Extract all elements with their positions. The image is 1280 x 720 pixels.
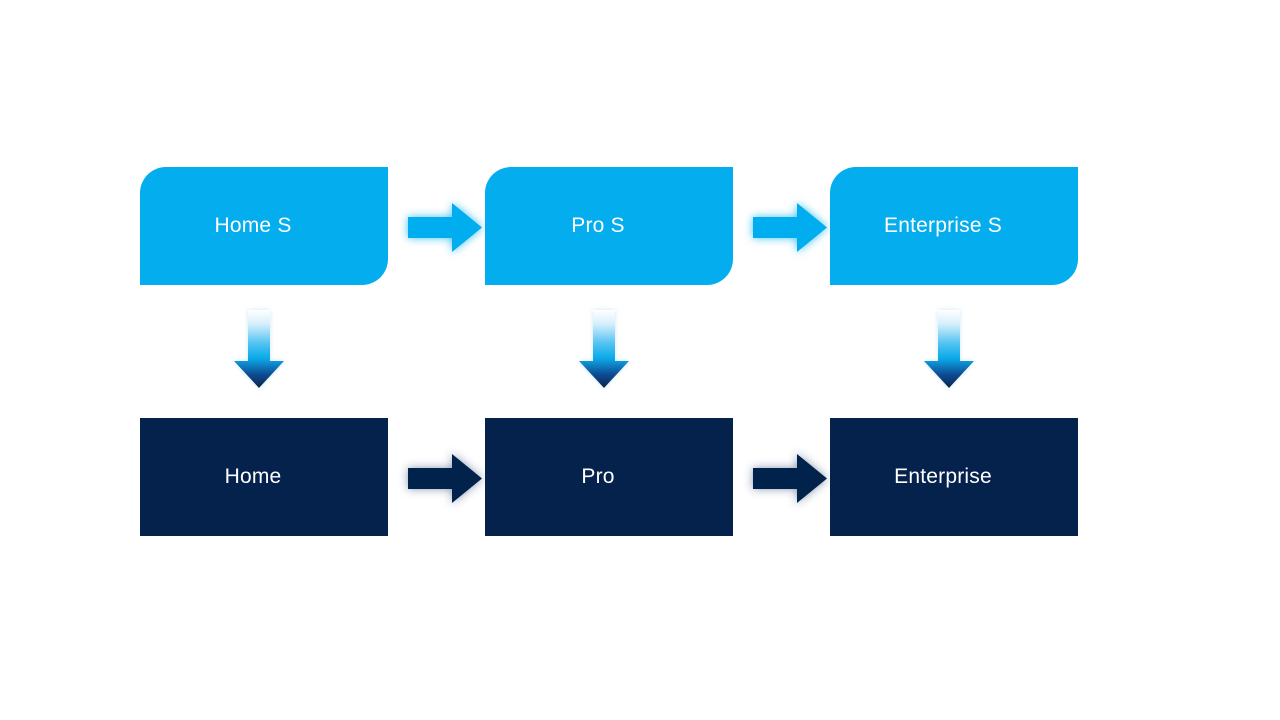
arrow-home-s-to-pro-s	[406, 200, 484, 255]
node-pro-s-label: Pro S	[571, 214, 625, 238]
node-home-s-label: Home S	[214, 214, 292, 238]
node-pro-label: Pro	[581, 465, 615, 489]
node-enterprise-s-label: Enterprise S	[884, 214, 1002, 238]
node-home-s[interactable]: Home S	[140, 167, 388, 285]
arrow-pro-s-to-enterprise-s	[751, 200, 829, 255]
arrow-home-s-to-home	[231, 309, 287, 391]
arrow-pro-to-enterprise	[751, 451, 829, 506]
arrow-enterprise-s-to-enterprise	[921, 309, 977, 391]
node-enterprise-s[interactable]: Enterprise S	[830, 167, 1078, 285]
node-pro-s[interactable]: Pro S	[485, 167, 733, 285]
arrow-home-to-pro	[406, 451, 484, 506]
node-pro[interactable]: Pro	[485, 418, 733, 536]
arrow-pro-s-to-pro	[576, 309, 632, 391]
node-home-label: Home	[224, 465, 282, 489]
node-enterprise[interactable]: Enterprise	[830, 418, 1078, 536]
node-enterprise-label: Enterprise	[894, 465, 992, 489]
node-home[interactable]: Home	[140, 418, 388, 536]
